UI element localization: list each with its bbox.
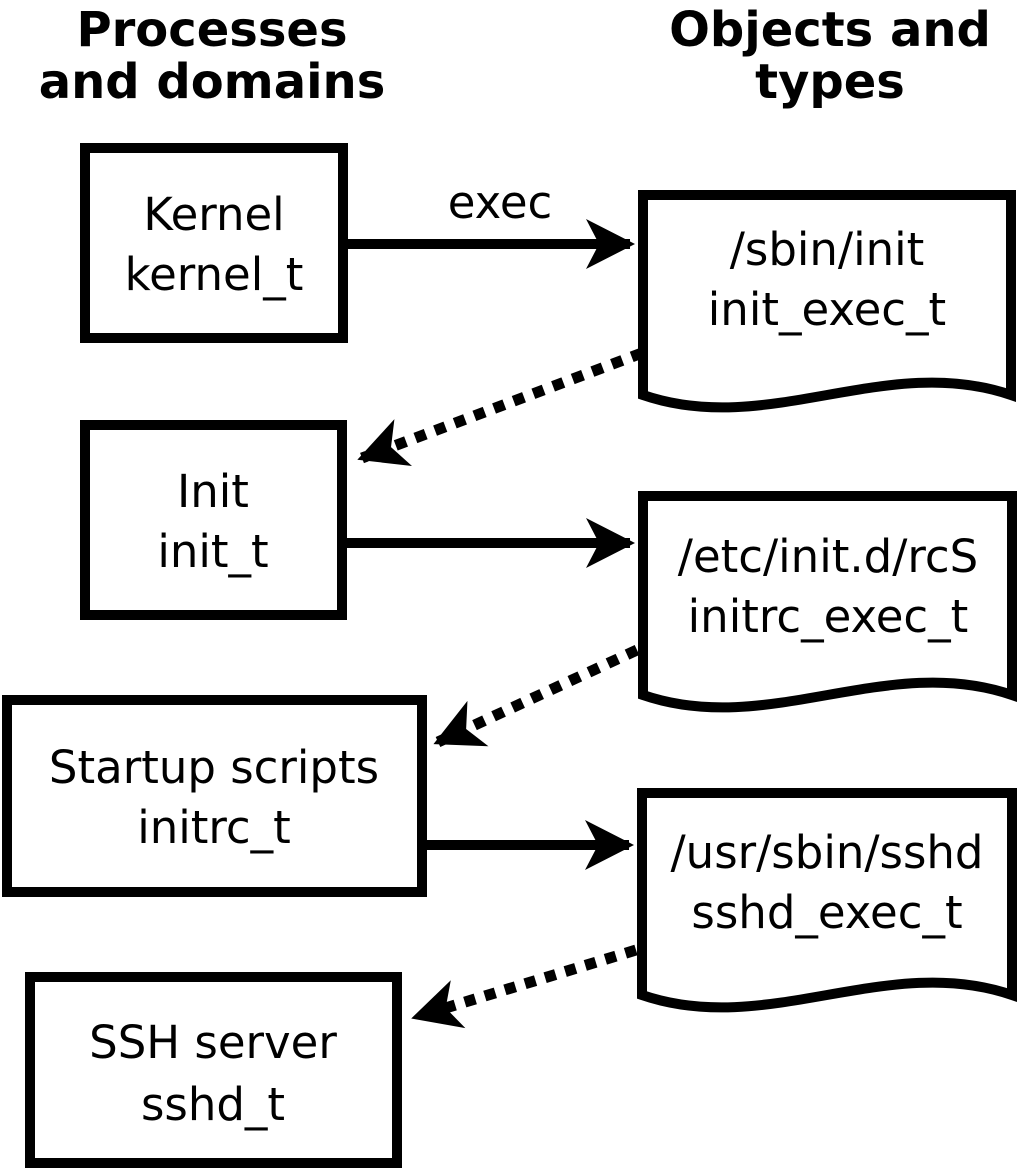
object-path: /etc/init.d/rcS (678, 530, 978, 583)
object-path: /usr/sbin/sshd (671, 826, 984, 879)
document-shape (638, 491, 1017, 713)
process-domain: kernel_t (125, 248, 304, 301)
column-header-objects: Objects and types (669, 2, 991, 110)
process-node-ssh-server: SSH server sshd_t (25, 972, 402, 1168)
transition-arrow-rcs-to-initrc (433, 645, 640, 747)
document-shape (637, 788, 1017, 1013)
document-shape (638, 190, 1016, 413)
transition-arrow-line (433, 645, 640, 747)
process-box (2, 695, 427, 897)
header-objects-line2: types (755, 54, 905, 110)
transition-arrow-sbin-init-to-init (357, 347, 644, 466)
process-name: Kernel (143, 188, 284, 241)
process-node-startup-scripts: Startup scripts initrc_t (2, 695, 427, 897)
process-node-init: Init init_t (80, 420, 347, 620)
object-node-sbin-init: /sbin/init init_exec_t (638, 190, 1016, 413)
transition-arrow-line (357, 347, 644, 466)
process-name: SSH server (89, 1016, 337, 1069)
process-domain: sshd_t (141, 1078, 285, 1131)
process-domain: initrc_t (137, 801, 291, 854)
exec-arrow-label: exec (448, 176, 553, 229)
column-header-processes: Processes and domains (39, 2, 386, 110)
object-type: sshd_exec_t (691, 886, 962, 939)
transition-arrow-sshd-exec-to-sshd (411, 944, 638, 1029)
process-node-kernel: Kernel kernel_t (80, 143, 348, 343)
object-node-usr-sbin-sshd: /usr/sbin/sshd sshd_exec_t (637, 788, 1017, 1013)
object-path: /sbin/init (730, 223, 925, 276)
object-type: initrc_exec_t (688, 590, 969, 643)
transition-arrow-line (411, 944, 638, 1029)
process-name: Init (177, 465, 249, 518)
process-name: Startup scripts (49, 741, 379, 794)
object-type: init_exec_t (708, 283, 946, 336)
process-box (80, 420, 347, 620)
process-box (25, 972, 402, 1168)
exec-arrow-kernel-to-sbin-init: exec (348, 176, 635, 269)
object-node-etc-initd-rcs: /etc/init.d/rcS initrc_exec_t (638, 491, 1017, 713)
header-objects-line1: Objects and (669, 2, 991, 58)
header-processes-line1: Processes (76, 2, 347, 58)
header-processes-line2: and domains (39, 54, 386, 110)
process-domain: init_t (157, 525, 268, 578)
process-box (80, 143, 348, 343)
